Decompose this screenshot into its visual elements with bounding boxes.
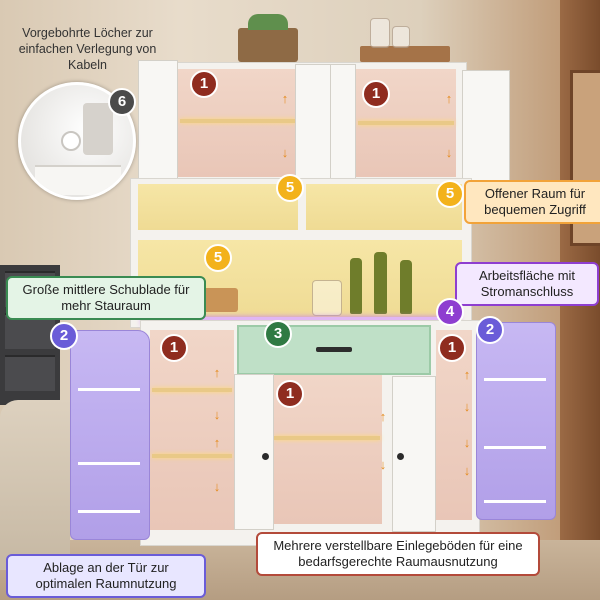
door-knob[interactable] xyxy=(262,453,269,460)
door-knob[interactable] xyxy=(397,453,404,460)
badge-5: 5 xyxy=(204,244,232,272)
rack-rail xyxy=(484,446,546,449)
rack-rail xyxy=(484,378,546,381)
up-arrow-icon: ↑ xyxy=(379,409,387,424)
down-arrow-icon: ↓ xyxy=(213,479,221,494)
badge-5: 5 xyxy=(276,174,304,202)
down-arrow-icon: ↓ xyxy=(463,463,471,478)
up-arrow-icon: ↑ xyxy=(463,367,471,382)
shelf xyxy=(358,121,454,125)
up-arrow-icon: ↑ xyxy=(213,365,221,380)
rack-rail xyxy=(484,500,546,503)
badge-2: 2 xyxy=(50,322,78,350)
lower-center-door-left[interactable] xyxy=(234,374,274,530)
rack-rail xyxy=(78,462,140,465)
badge-2: 2 xyxy=(476,316,504,344)
utensil-holder xyxy=(312,280,342,316)
worktop-label: Arbeitsfläche mit Stromanschluss xyxy=(455,262,599,306)
upper-right-door[interactable] xyxy=(462,70,510,190)
badge-1: 1 xyxy=(362,80,390,108)
open-compartment-left xyxy=(138,184,298,230)
shelf xyxy=(180,119,296,123)
upper-left-door[interactable] xyxy=(138,60,178,180)
oil-bottle xyxy=(374,252,387,314)
down-arrow-icon: ↓ xyxy=(445,145,453,160)
up-arrow-icon: ↑ xyxy=(281,91,289,106)
badge-1: 1 xyxy=(190,70,218,98)
right-door-rack[interactable] xyxy=(476,322,556,520)
middle-drawer-label: Große mittlere Schublade für mehr Staura… xyxy=(6,276,206,320)
sofa xyxy=(0,400,70,570)
badge-1: 1 xyxy=(438,334,466,362)
shelf xyxy=(152,454,232,458)
rack-rail xyxy=(78,510,140,513)
down-arrow-icon: ↓ xyxy=(463,399,471,414)
lower-left-compartment xyxy=(150,330,234,530)
oil-bottle xyxy=(350,258,362,314)
oil-bottle xyxy=(400,260,412,314)
upper-center-door-left[interactable] xyxy=(295,64,331,180)
basket-decor xyxy=(238,28,298,62)
jar-decor xyxy=(392,26,410,48)
shelf xyxy=(152,388,232,392)
shelf xyxy=(274,436,380,440)
badge-5: 5 xyxy=(436,180,464,208)
open-space-label: Offener Raum für bequemen Zugriff xyxy=(464,180,600,224)
down-arrow-icon: ↓ xyxy=(213,407,221,422)
badge-1: 1 xyxy=(276,380,304,408)
down-arrow-icon: ↓ xyxy=(379,457,387,472)
upper-center-door-right[interactable] xyxy=(330,64,356,180)
door-storage-label: Ablage an der Tür zur optimalen Raumnutz… xyxy=(6,554,206,598)
left-door-rack[interactable] xyxy=(70,330,150,540)
badge-6: 6 xyxy=(108,88,136,116)
up-arrow-icon: ↑ xyxy=(445,91,453,106)
badge-4: 4 xyxy=(436,298,464,326)
jar-decor xyxy=(370,18,390,48)
tray-decor xyxy=(360,46,450,62)
drawer-handle[interactable] xyxy=(316,347,352,352)
adjustable-shelves-label: Mehrere verstellbare Einlegeböden für ei… xyxy=(256,532,540,576)
cable-holes-caption: Vorgebohrte Löcher zur einfachen Verlegu… xyxy=(18,26,157,72)
badge-1: 1 xyxy=(160,334,188,362)
down-arrow-icon: ↓ xyxy=(281,145,289,160)
rack-rail xyxy=(78,388,140,391)
plant-decor xyxy=(248,14,288,30)
down-arrow-icon: ↓ xyxy=(463,435,471,450)
up-arrow-icon: ↑ xyxy=(213,435,221,450)
badge-3: 3 xyxy=(264,320,292,348)
